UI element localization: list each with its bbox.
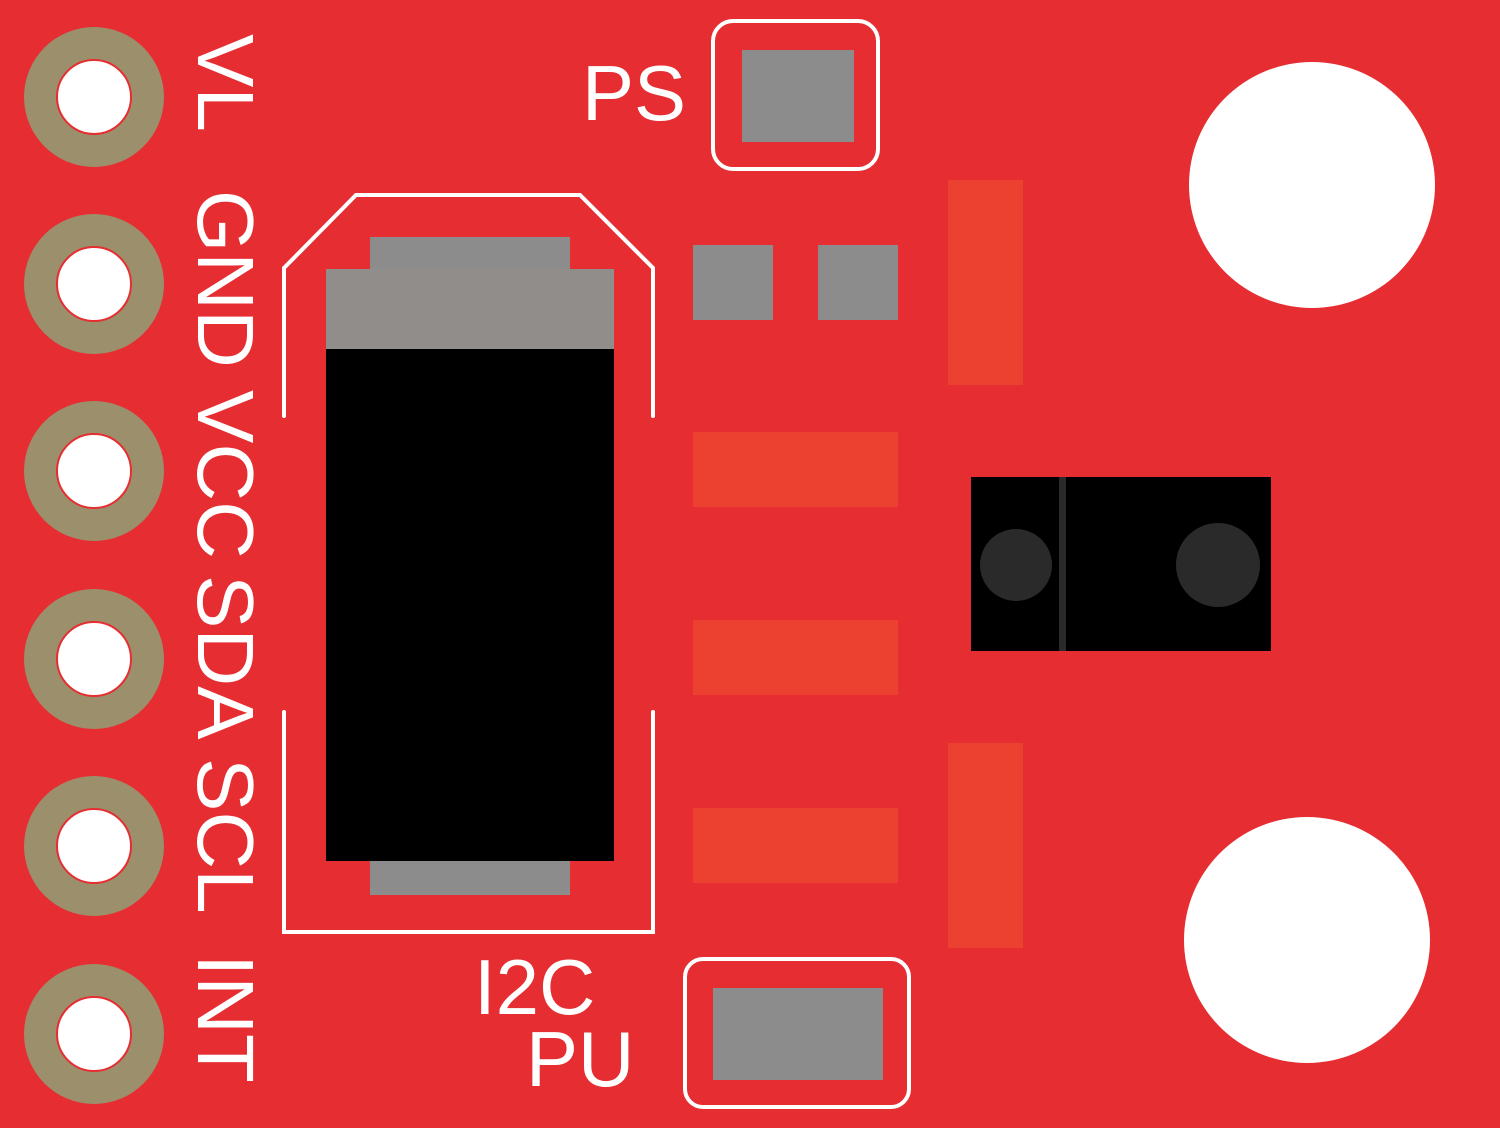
pin-int[interactable] [24,964,164,1104]
ic-body [326,349,614,861]
pin-vl[interactable] [24,27,164,167]
ic-pad-bottom [370,860,570,895]
pin-label-scl: SCL [181,758,270,914]
ic-silkscreen-bottom [282,710,655,934]
pin-labels: VL GND VCC SDA SCL INT [181,34,270,1083]
pu-label: PU [526,1015,634,1103]
sensor-emitter-lens [980,529,1052,601]
pin-gnd[interactable] [24,214,164,354]
trace-3 [693,808,898,883]
sensor-divider [1059,477,1066,651]
pin-label-int: INT [181,954,270,1083]
header-pins [24,27,164,1104]
ic-silkscreen-top [282,193,655,418]
sensor-component [971,477,1271,651]
ic-top-cap [326,269,614,349]
ps-jumper-pad[interactable] [742,50,854,142]
mounting-hole-bottom [1184,817,1430,1063]
ic-component [282,193,655,934]
trace-2 [693,620,898,695]
trace-top [948,180,1023,385]
pin-sda[interactable] [24,589,164,729]
smd-pad-right [818,245,898,320]
pin-label-vcc: VCC [181,390,270,559]
ic-pad-top [370,237,570,269]
sensor-detector-lens [1176,523,1260,607]
ps-jumper-outline [711,19,880,171]
smd-pad-left [693,245,773,320]
trace-1 [693,432,898,507]
i2c-label: I2C [474,943,595,1031]
pin-label-vl: VL [181,34,270,132]
pin-label-sda: SDA [181,575,270,740]
i2c-jumper-pad[interactable] [713,988,883,1080]
i2c-jumper-outline [683,957,911,1109]
mounting-hole-top [1189,62,1435,308]
ps-label: PS [582,49,686,137]
trace-bottom [948,743,1023,948]
pin-scl[interactable] [24,776,164,916]
pin-label-gnd: GND [181,190,270,368]
pin-vcc[interactable] [24,401,164,541]
